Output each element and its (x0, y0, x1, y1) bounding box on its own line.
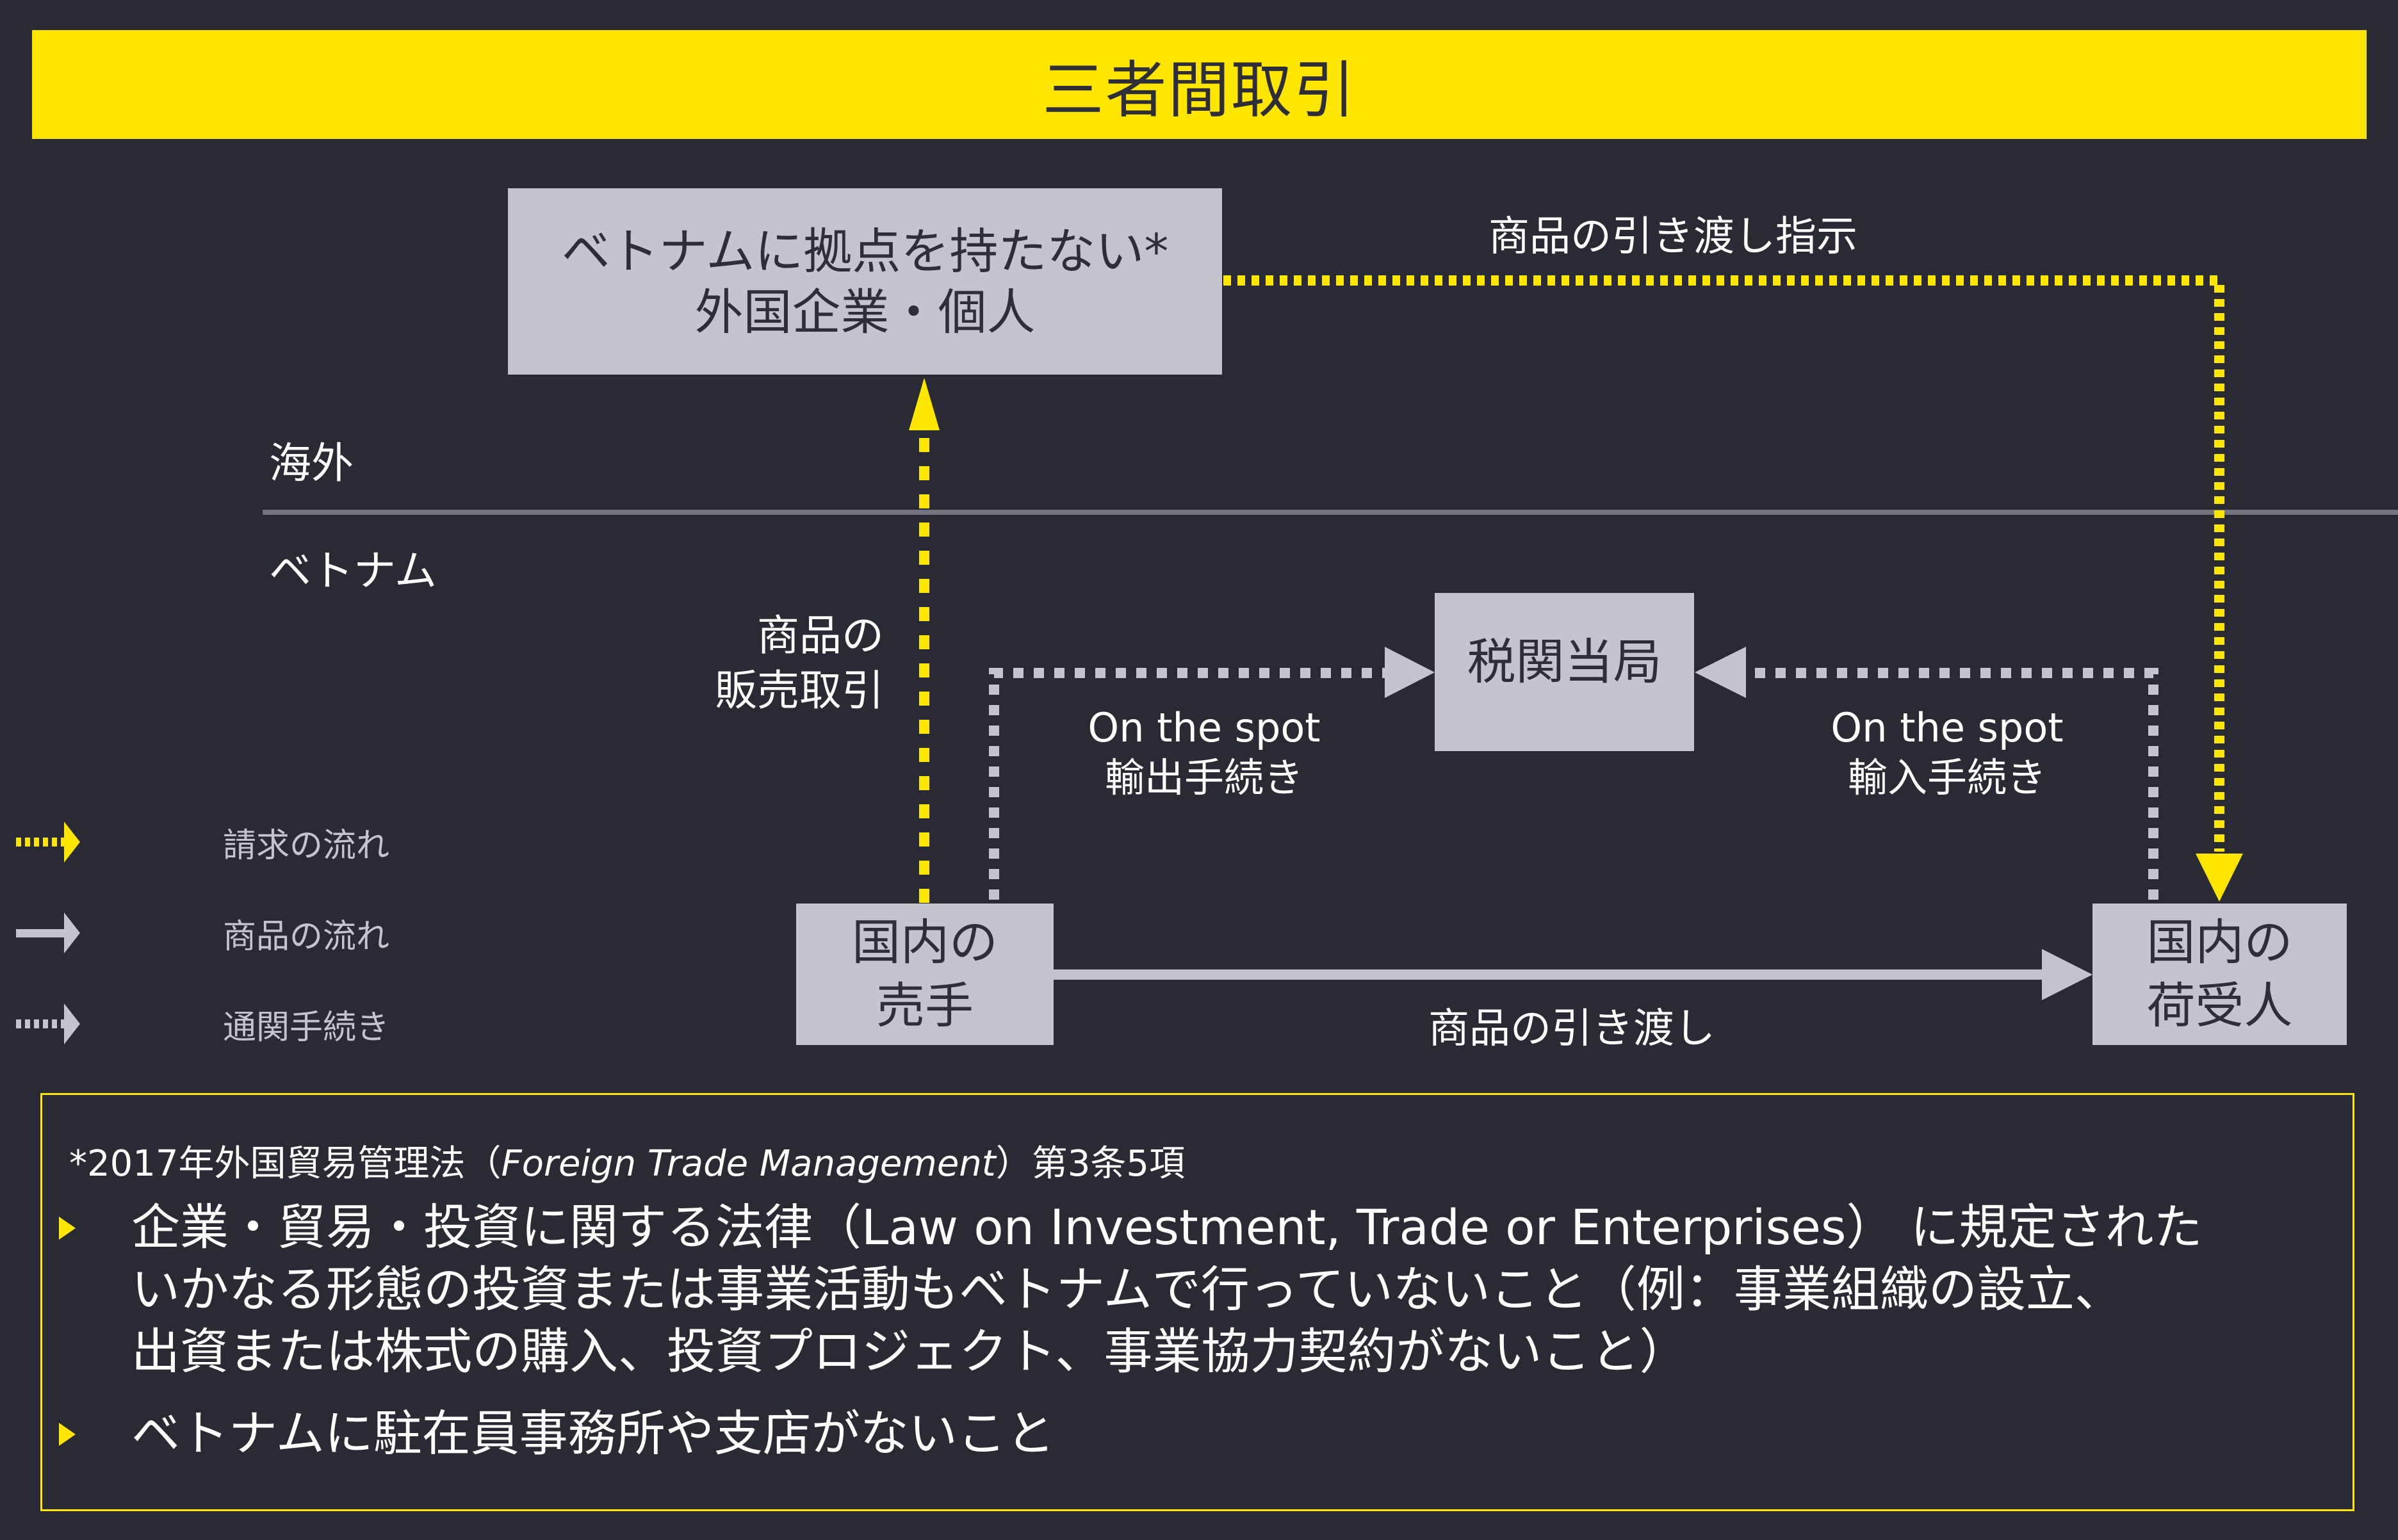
foreign-entity-line-2: 外国企業・個人 (694, 283, 1036, 341)
domestic-receiver-line-2: 荷受人 (2146, 977, 2293, 1034)
region-overseas-label: 海外 (269, 439, 354, 488)
import-procedure-line-1: On the spot (1831, 704, 2064, 751)
footnote-bullet-2-line-1: ベトナムに駐在員事務所や支店がないこと (131, 1405, 1055, 1462)
customs-authority-label: 税関当局 (1467, 633, 1662, 690)
triangle-bullet-icon (59, 1423, 76, 1446)
import-procedure-line-2: 輸入手続き (1847, 754, 2046, 801)
footnote-heading-prefix: *2017年外国貿易管理法（ (69, 1143, 502, 1185)
legend-customs-arrowhead-icon (64, 1003, 80, 1044)
region-vietnam-label: ベトナム (269, 546, 437, 596)
footnote-bullet-1-line-2: いかなる形態の投資または事業活動もベトナムで行っていないこと（例：事業組織の設立… (131, 1261, 2123, 1318)
foreign-entity-line-1: ベトナムに拠点を持たない* (561, 222, 1169, 280)
import-procedure-arrowhead (1695, 647, 1746, 698)
footnote-heading-suffix: ）第3条5項 (995, 1143, 1186, 1185)
footnote-heading: *2017年外国貿易管理法（Foreign Trade Management）第… (69, 1135, 1185, 1187)
triangle-bullet-icon (59, 1217, 76, 1240)
footnote-bullet-1: 企業・貿易・投資に関する法律（Law on Investment, Trade … (131, 1196, 2335, 1382)
sales-transaction-label: 商品の 販売取引 (692, 608, 884, 718)
footnote-bullet-1-line-3: 出資または株式の購入、投資プロジェクト、事業協力契約がないこと） (131, 1323, 1688, 1380)
domestic-receiver-line-1: 国内の (2146, 913, 2293, 971)
export-procedure-arrowhead (1385, 647, 1435, 698)
footnote-heading-italic: Foreign Trade Management (501, 1143, 996, 1185)
domestic-seller-line-1: 国内の (852, 913, 998, 971)
legend-billing-arrowhead-icon (64, 822, 80, 863)
legend-goods-arrowhead-icon (64, 912, 80, 953)
customs-authority-box: 税関当局 (1435, 593, 1694, 751)
sales-transaction-line-2: 販売取引 (715, 665, 884, 715)
delivery-instruction-label: 商品の引き渡し指示 (1489, 213, 1857, 261)
legend-billing-label: 請求の流れ (223, 827, 390, 865)
legend-goods-label: 商品の流れ (223, 918, 390, 956)
export-procedure-line-2: 輸出手続き (1104, 754, 1303, 801)
footnote-bullet-1-line-1: 企業・貿易・投資に関する法律（Law on Investment, Trade … (131, 1199, 2203, 1256)
title-bar: 三者間取引 (32, 30, 2367, 139)
footnote-frame (40, 1093, 2354, 1511)
foreign-entity-box: ベトナムに拠点を持たない* 外国企業・個人 (508, 188, 1222, 375)
diagram-title: 三者間取引 (1042, 54, 1357, 126)
goods-delivery-label: 商品の引き渡し (1428, 1005, 1715, 1053)
import-procedure-label: On the spot 輸入手続き (1793, 703, 2101, 802)
delivery-instruction-arrowhead (2196, 854, 2243, 902)
legend-customs-label: 通関手続き (223, 1009, 390, 1047)
goods-delivery-line (1054, 969, 2043, 980)
export-procedure-line-1: On the spot (1088, 704, 1321, 751)
domestic-receiver-box: 国内の 荷受人 (2092, 904, 2347, 1045)
goods-delivery-arrowhead (2042, 949, 2092, 1000)
sales-transaction-arrowhead (909, 378, 940, 430)
export-procedure-label: On the spot 輸出手続き (1050, 703, 1358, 802)
legend-goods-icon (16, 929, 64, 937)
domestic-seller-box: 国内の 売手 (796, 904, 1054, 1045)
sales-transaction-line-1: 商品の (757, 611, 884, 660)
import-procedure-dotted-line (1747, 668, 2158, 900)
footnote-bullet-2: ベトナムに駐在員事務所や支店がないこと (131, 1402, 1055, 1464)
export-procedure-dotted-line (989, 668, 1389, 900)
domestic-seller-line-2: 売手 (876, 977, 974, 1034)
